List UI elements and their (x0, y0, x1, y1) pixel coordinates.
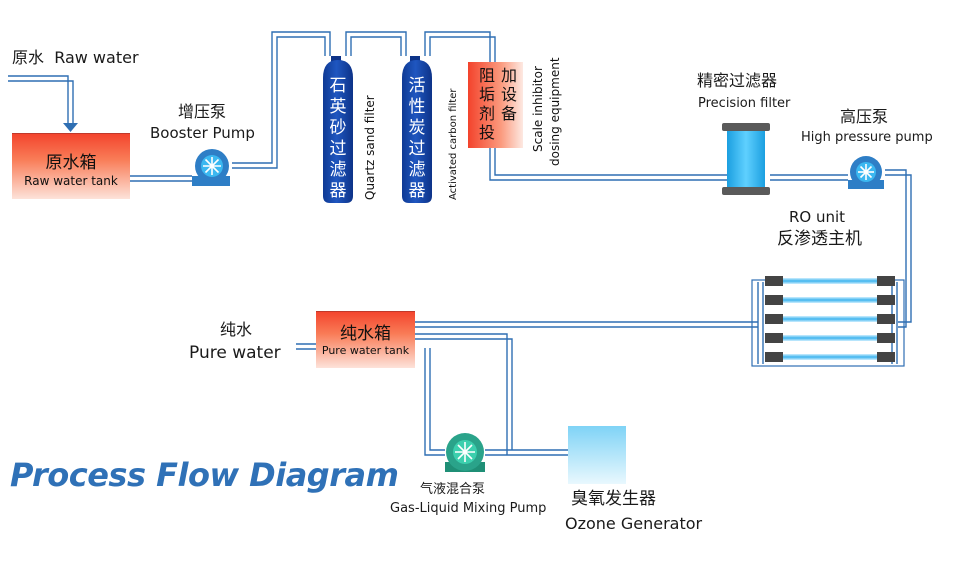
raw-water-cn: 原水 (12, 48, 45, 67)
pure-water-tank-en: Pure water tank (321, 344, 410, 357)
dosing-cn-col2: 加 设 备 (498, 66, 520, 123)
raw-water-tank-cn: 原水箱 (45, 153, 97, 173)
scale-inhibitor-en-line2: dosing equipment (548, 57, 562, 166)
carbon-cn-char: 炭 (408, 118, 426, 138)
pure-water-en: Pure water (189, 343, 281, 363)
raw-water-en: Raw water (54, 48, 139, 67)
membrane-1 (765, 276, 895, 286)
quartz-filter-cn: 石 英 砂 过 滤 器 (327, 76, 349, 202)
ozone-generator-cn: 臭氧发生器 (571, 489, 656, 509)
quartz-cn-char: 英 (329, 97, 347, 117)
carbon-cn-char: 活 (408, 76, 426, 96)
raw-water-label: 原水 Raw water (12, 50, 139, 66)
dosing-cn-char: 设 (500, 85, 517, 104)
ozone-generator-unit (568, 426, 626, 484)
gas-liquid-mixing-pump-icon (445, 433, 485, 472)
carbon-cn-char: 滤 (408, 160, 426, 180)
dosing-cn-char: 剂 (478, 104, 495, 123)
dosing-cn-col1: 阻 垢 剂 投 (476, 66, 498, 142)
carbon-cn-char: 过 (408, 139, 426, 159)
high-pressure-pump-icon (848, 156, 884, 189)
quartz-cn-char: 滤 (329, 160, 347, 180)
ozone-generator-en: Ozone Generator (565, 514, 703, 533)
booster-pump-en: Booster Pump (150, 124, 255, 142)
pure-water-tank: 纯水箱 Pure water tank (316, 311, 415, 368)
precision-filter-unit (722, 123, 770, 195)
membrane-4 (765, 333, 895, 343)
dosing-cn-char: 备 (500, 104, 517, 123)
quartz-cn-char: 过 (329, 139, 347, 159)
precision-filter-en: Precision filter (698, 96, 791, 111)
scale-inhibitor-dosing-box (468, 62, 523, 148)
quartz-cn-char: 砂 (329, 118, 347, 138)
dosing-cn-char: 投 (478, 123, 495, 142)
high-pressure-pump-en: High pressure pump (801, 130, 933, 145)
gas-liquid-pump-en: Gas-Liquid Mixing Pump (390, 501, 547, 516)
booster-pump-cn: 增压泵 (178, 102, 227, 121)
carbon-cn-char: 性 (408, 97, 426, 117)
pipes (8, 31, 912, 456)
membrane-3 (765, 314, 895, 324)
membrane-2 (765, 295, 895, 305)
raw-water-tank: 原水箱 Raw water tank (12, 133, 130, 199)
membrane-5 (765, 352, 895, 362)
raw-water-arrow (63, 123, 78, 132)
carbon-filter-en: Activated carbon filter (448, 88, 459, 201)
activated-carbon-filter-vessel (402, 56, 432, 203)
dosing-cn-char: 垢 (478, 85, 495, 104)
carbon-filter-cn: 活 性 炭 过 滤 器 (406, 76, 428, 202)
ro-unit-en: RO unit (789, 208, 846, 226)
quartz-cn-char: 石 (329, 76, 347, 96)
gas-liquid-pump-cn: 气液混合泵 (420, 482, 486, 497)
diagram-title: Process Flow Diagram (10, 456, 399, 494)
carbon-cn-char: 器 (408, 181, 426, 201)
precision-filter-cn: 精密过滤器 (697, 71, 778, 90)
scale-inhibitor-en-line1: Scale inhibitor (531, 66, 545, 152)
pure-water-tank-cn: 纯水箱 (340, 324, 391, 344)
pure-water-cn: 纯水 (220, 320, 253, 339)
dosing-cn-char: 加 (500, 66, 517, 85)
ro-unit-membranes (751, 276, 905, 367)
booster-pump-icon (192, 149, 230, 186)
raw-water-tank-en: Raw water tank (24, 174, 118, 188)
quartz-sand-filter-vessel (323, 56, 353, 203)
dosing-cn-char: 阻 (478, 66, 495, 85)
ro-unit-cn: 反渗透主机 (777, 229, 862, 249)
quartz-filter-en: Quartz sand filter (363, 95, 377, 200)
quartz-cn-char: 器 (329, 181, 347, 201)
high-pressure-pump-cn: 高压泵 (840, 107, 889, 126)
